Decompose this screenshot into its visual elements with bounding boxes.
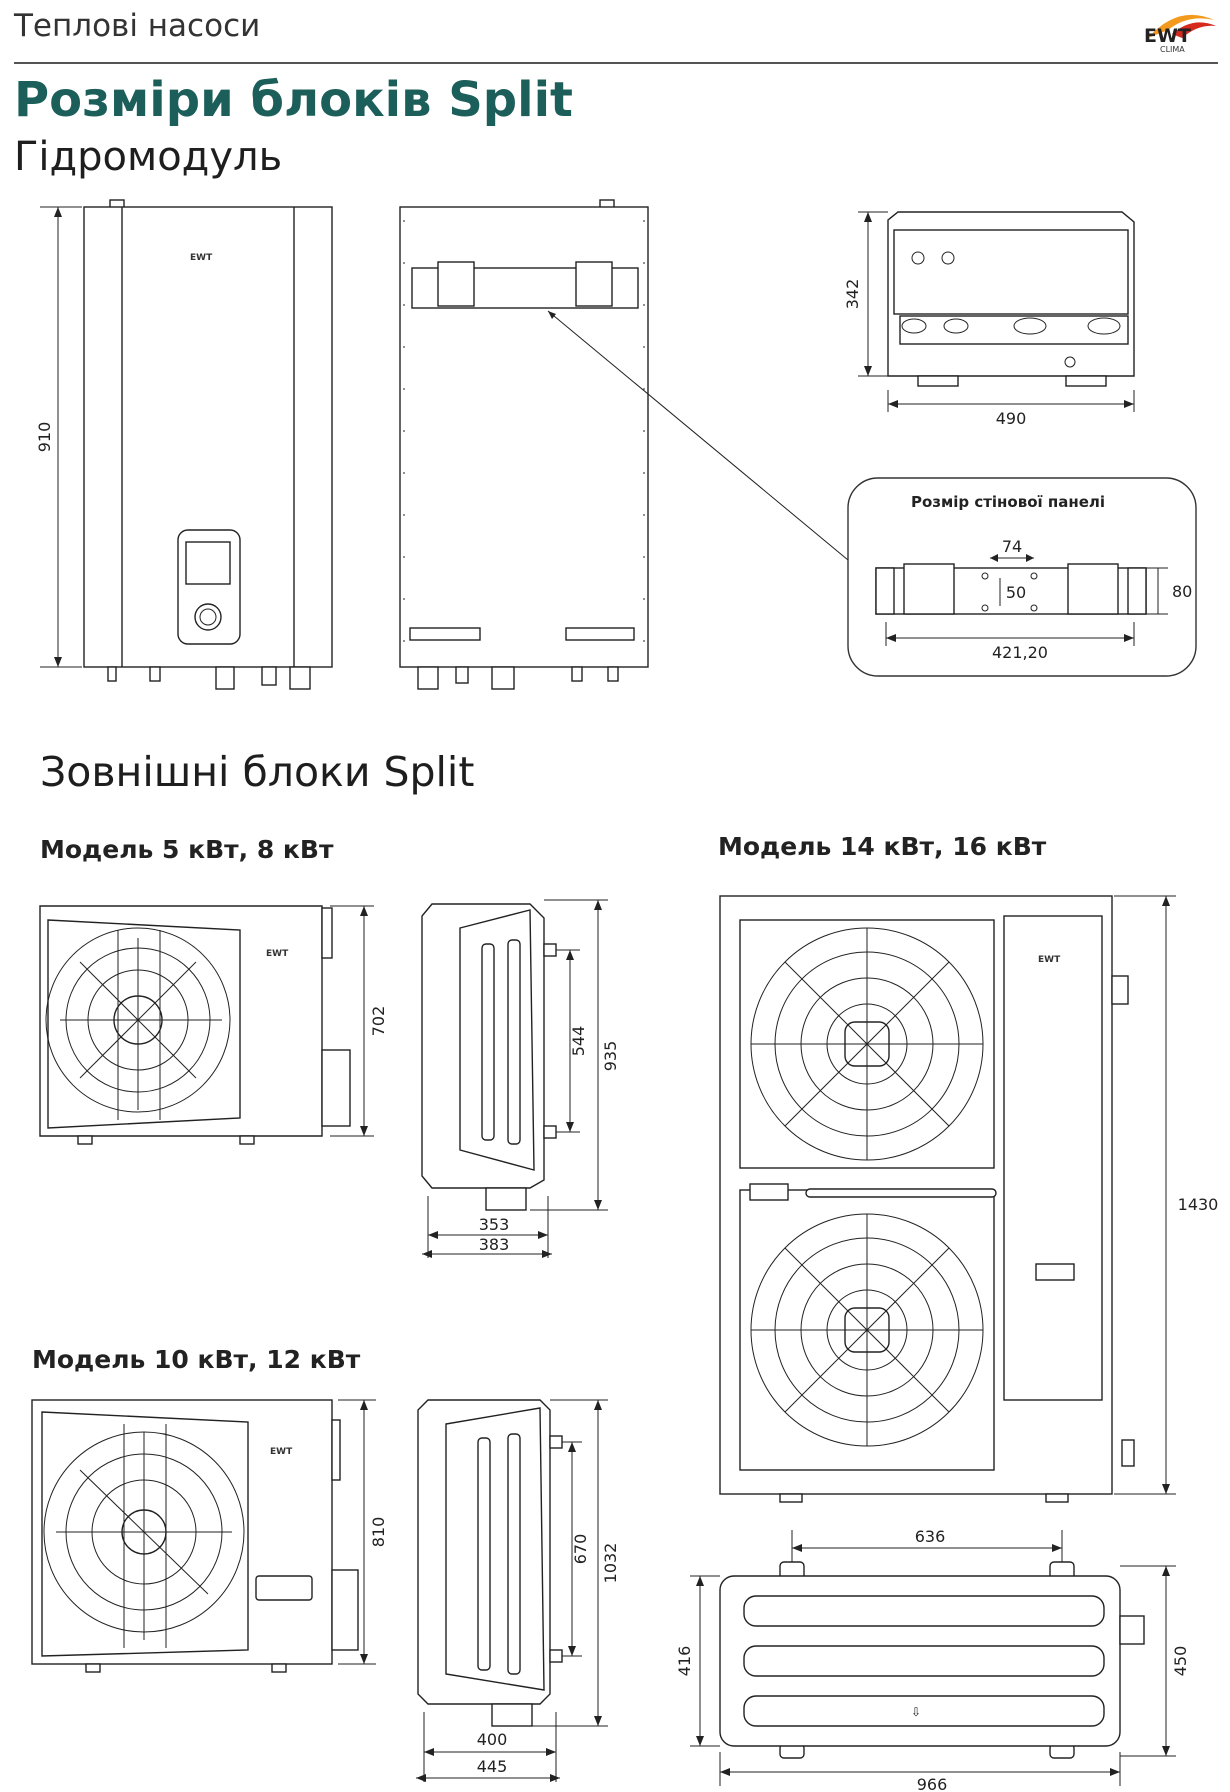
- dim-panel-74: 74: [1002, 537, 1022, 556]
- unit-logo-5-8: EWT: [266, 949, 289, 959]
- dim-height-910: 910: [35, 422, 54, 453]
- dim-10-12-total-depth-445: 445: [477, 1757, 508, 1776]
- dim-panel-50: 50: [1006, 583, 1026, 602]
- section-title-hydromodule: Гідромодуль: [14, 134, 283, 180]
- unit-logo-hydromodule: EWT: [190, 253, 213, 263]
- dim-panel-80: 80: [1172, 582, 1192, 601]
- dim-14-16-total-depth-450: 450: [1171, 1646, 1190, 1677]
- dim-5-8-total-depth-383: 383: [479, 1235, 510, 1254]
- dim-top-depth-342: 342: [843, 279, 862, 310]
- dim-14-16-height-1430: 1430: [1178, 1195, 1219, 1214]
- model-5-8-front-view: EWT 702: [39, 905, 388, 1145]
- model-label-14-16: Модель 14 кВт, 16 кВт: [718, 832, 1047, 861]
- model-10-12-front-view: EWT 810: [31, 1399, 388, 1673]
- unit-logo-10-12: EWT: [270, 1447, 293, 1457]
- model-14-16-top-view: 636 ⇩ 416 450 966: [675, 1527, 1190, 1792]
- dim-14-16-depth-416: 416: [675, 1646, 694, 1677]
- wall-panel-title: Розмір стінової панелі: [911, 493, 1105, 511]
- model-10-12-side-view: 670 1032 400 445: [416, 1399, 620, 1782]
- model-14-16-front-view: EWT 1430: [719, 895, 1219, 1503]
- dim-panel-width: 421,20: [992, 643, 1048, 662]
- dim-14-16-foot-636: 636: [915, 1527, 946, 1546]
- model-5-8-side-view: 544 935 353 383: [421, 899, 620, 1258]
- hydromodule-top-view: 342 490: [843, 211, 1135, 428]
- category-title: Теплові насоси: [14, 8, 261, 44]
- dim-5-8-depth-353: 353: [479, 1215, 510, 1234]
- page-title: Розміри блоків Split: [14, 72, 573, 128]
- dim-top-width-490: 490: [996, 409, 1027, 428]
- dim-14-16-width-966: 966: [917, 1775, 948, 1792]
- dim-5-8-height-702: 702: [369, 1006, 388, 1037]
- dim-5-8-total-935: 935: [601, 1041, 620, 1072]
- hydromodule-back-view: [399, 199, 849, 690]
- section-title-outdoor: Зовнішні блоки Split: [40, 748, 475, 796]
- wall-panel-callout: Розмір стінової панелі 74 50 80 421,20: [847, 477, 1197, 677]
- model-label-5-8: Модель 5 кВт, 8 кВт: [40, 835, 334, 864]
- dim-10-12-mount-670: 670: [571, 1534, 590, 1565]
- header-divider: [14, 62, 1218, 64]
- dim-10-12-total-1032: 1032: [601, 1543, 620, 1584]
- logo-subtext: CLIMA: [1160, 45, 1185, 54]
- dim-5-8-mount-544: 544: [569, 1026, 588, 1057]
- logo-text: EWT: [1144, 25, 1191, 47]
- model-label-10-12: Модель 10 кВт, 12 кВт: [32, 1345, 361, 1374]
- ewt-clima-logo: EWT CLIMA: [1138, 8, 1220, 54]
- unit-logo-14-16: EWT: [1038, 955, 1061, 965]
- hydromodule-front-view: 910 EWT: [35, 199, 333, 690]
- dim-10-12-depth-400: 400: [477, 1730, 508, 1749]
- dim-10-12-height-810: 810: [369, 1517, 388, 1548]
- svg-text:⇩: ⇩: [911, 1705, 921, 1719]
